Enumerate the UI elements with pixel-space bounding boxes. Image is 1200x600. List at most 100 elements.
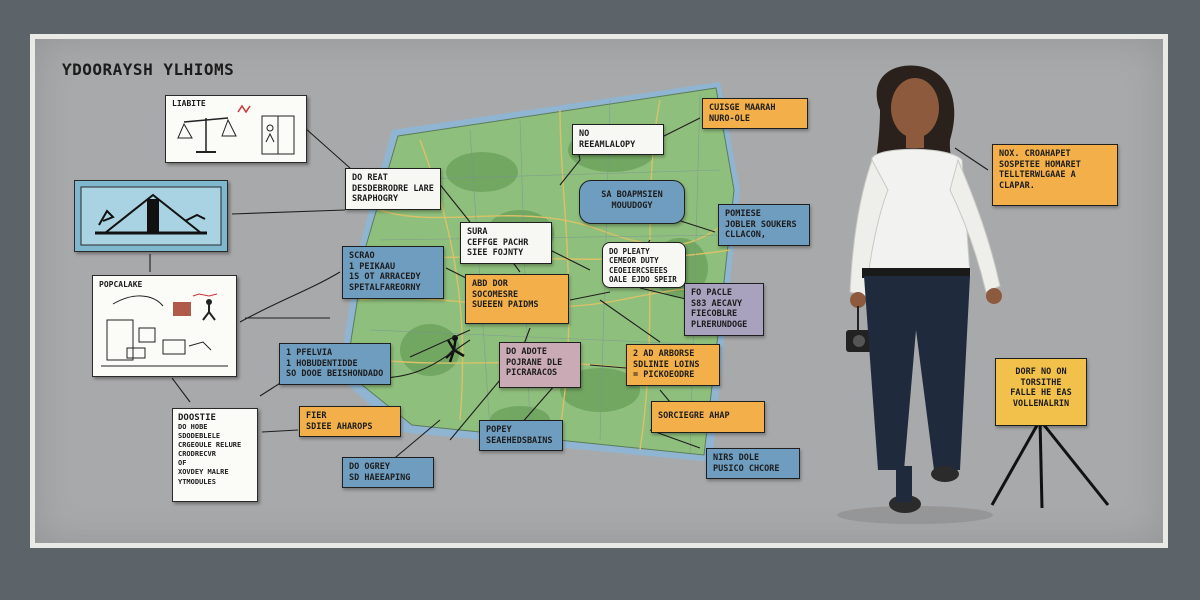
note-scrao-line-4: SPETALFAREORNY [349,282,421,293]
note-do-adote-line-3: PICRARACOS [506,368,558,379]
note-do-reat-line-2: DESDEBRODRE LARE [352,183,434,194]
bridge-icon [80,186,222,246]
doostie-card-title: DOOSTIE [178,413,216,423]
note-popey-line-2: SEAEHEDSBAINS [486,435,553,446]
note-do-adote-line-1: DO ADOTE [506,347,547,357]
note-abd-dor: ABD DOR SOCOMESRE SUEEEN PAIDMS [465,274,569,324]
easel-sign-line-4: VOLLENALRIN [1012,398,1070,409]
note-do-pleaty-line-2: CEMEOR DUTY [609,256,659,266]
note-scrao-line-2: 1 PEIKAAU [349,261,396,272]
note-cuisge-line-2: NURO-OLE [709,113,750,124]
note-pomiese-line-2: JOBLER SOUKERS [725,219,797,230]
popcalake-card: POPCALAKE [92,275,237,377]
note-pfelvia-line-3: SO DOOE BEISHONDADO [286,369,384,380]
note-nox-line-1: NOX. CROAHAPET [999,149,1071,159]
note-fiter-line-1: FIER [306,411,327,421]
note-nox-line-2: SOSPETEE HOMARET [999,159,1081,170]
note-fiter: FIER SDIEE AHAROPS [299,406,401,438]
note-two-ad-line-3: = PICKOEODRE [633,370,695,381]
note-fiter-line-2: SDIEE AHAROPS [306,421,373,432]
note-do-ogrey-line-2: SD HAEEAPING [349,472,411,483]
belt [862,268,970,278]
note-do-pleaty-line-4: OALE EJDO SPEIR [609,275,677,285]
note-sura: SURA CEFFGE PACHR SIEE FOJNTY [460,222,552,264]
trousers [864,276,970,470]
note-do-reat: DO REAT DESDEBRODRE LARE SRAPHOGRY [345,168,441,210]
note-do-reat-line-3: SRAPHOGRY [352,194,399,205]
note-do-ogrey-line-1: DO OGREY [349,462,390,472]
crime-scene-sketch [101,293,228,367]
note-nox: NOX. CROAHAPET SOSPETEE HOMARET TELLTERW… [992,144,1118,206]
note-no-recall-line-2: REEAMLALOPY [579,139,636,150]
note-sa-map-line-1: SA BOAPMSIEN [601,190,663,200]
note-abd-dor-line-1: ABD DOR [472,279,508,289]
note-do-pleaty-line-1: DO PLEATY [609,247,650,256]
note-nirs-line-2: PUSICO CHCORE [713,463,780,474]
note-sa-map-line-2: MOUUDOGY [611,200,653,211]
note-do-adote-line-2: POJRANE DLE [506,357,563,368]
doostie-line-6: XOVDEY MALRE [178,468,229,477]
doostie-line-1: DO HOBE [178,423,208,431]
doostie-line-4: CRODRECVR [178,450,216,459]
note-pfelvia-line-2: 1 HOBUDENTIDDE [286,358,358,369]
note-two-ad-line-2: SDLINIE LOINS [633,359,700,370]
right-shoe [931,466,959,482]
note-do-adote: DO ADOTE POJRANE DLE PICRARACOS [499,342,581,388]
scales-icon [177,104,295,155]
note-cuisge: CUISGE MAARAH NURO-OLE [702,98,808,130]
note-cuisge-line-1: CUISGE MAARAH [709,103,776,113]
scales-card-label: LIABITE [172,99,206,108]
note-two-ad-line-1: 2 AD ARBORSE [633,349,695,359]
doostie-line-7: YTMODULES [178,477,216,486]
note-do-pleaty: DO PLEATY CEMEOR DUTY CEOEIERCSEEES OALE… [602,242,686,288]
note-scrao-line-1: SCRAO [349,251,375,261]
note-abd-dor-line-3: SUEEEN PAIDMS [472,300,539,311]
note-pfelvia: 1 PFELVIA 1 HOBUDENTIDDE SO DOOE BEISHON… [279,343,391,385]
note-sa-map: SA BOAPMSIEN MOUUDOGY [579,180,685,224]
note-do-pleaty-line-3: CEOEIERCSEEES [609,265,668,275]
note-fo-pacle-line-2: S83 AECAVY [691,298,743,309]
bridge-card [74,180,228,252]
doostie-line-2: SDODEBLELE [178,432,221,441]
easel-sign-line-3: FALLE HE EAS [1010,388,1072,399]
easel-sign: DORF NO ON TORSITHE FALLE HE EAS VOLLENA… [995,358,1087,426]
note-sura-line-1: SURA [467,227,488,237]
note-no-recall-line-1: NO [579,129,590,139]
note-fo-pacle-line-4: PLRERUNDOGE [691,319,748,330]
note-nox-line-3: TELLTERWLGAAE A [999,170,1076,181]
popcalake-card-label: POPCALAKE [99,280,143,289]
note-pomiese-line-1: POMIESE [725,209,761,219]
note-sorciegre-line-1: SORCIEGRE AHAP [658,411,730,421]
note-nox-line-4: CLAPAR. [999,180,1035,191]
note-pomiese-line-3: CLLACON, [725,230,766,241]
note-do-ogrey: DO OGREY SD HAEEAPING [342,457,434,489]
note-nirs-line-1: NIRS DOLE [713,453,760,463]
easel-sign-line-2: TORSITHE [1020,377,1062,388]
map-figure-icon [445,335,465,363]
note-two-ad: 2 AD ARBORSE SDLINIE LOINS = PICKOEODRE [626,344,720,386]
scales-card: LIABITE [165,95,307,163]
note-sura-line-2: CEFFGE PACHR [467,237,529,248]
note-do-reat-line-1: DO REAT [352,173,388,183]
note-sura-line-3: SIEE FOJNTY [467,248,524,259]
note-pomiese: POMIESE JOBLER SOUKERS CLLACON, [718,204,810,246]
note-scrao-line-3: 1S OT ARRACEDY [349,272,421,283]
doostie-line-3: CRGEOULE RELURE [178,441,242,450]
note-fo-pacle-line-1: FO PACLE [691,288,732,298]
note-no-recall: NO REEAMLALOPY [572,124,664,156]
note-popey-line-1: POPEY [486,425,512,435]
note-scrao: SCRAO 1 PEIKAAU 1S OT ARRACEDY SPETALFAR… [342,246,444,299]
doostie-card: DOOSTIE DO HOBE SDODEBLELE CRGEOULE RELU… [172,408,258,502]
note-abd-dor-line-2: SOCOMESRE [472,289,519,300]
note-fo-pacle: FO PACLE S83 AECAVY FIECOBLRE PLRERUNDOG… [684,283,764,336]
easel-sign-line-1: DORF NO ON [1015,367,1067,377]
note-popey: POPEY SEAEHEDSBAINS [479,420,563,452]
note-nirs: NIRS DOLE PUSICO CHCORE [706,448,800,480]
note-fo-pacle-line-3: FIECOBLRE [691,309,738,320]
note-sorciegre: SORCIEGRE AHAP [651,401,765,433]
board-title: ƳDOORAYSH YLHIOMS [62,60,235,79]
face [891,78,939,138]
note-pfelvia-line-1: 1 PFELVIA [286,348,333,358]
doostie-line-5: OF [178,459,187,468]
